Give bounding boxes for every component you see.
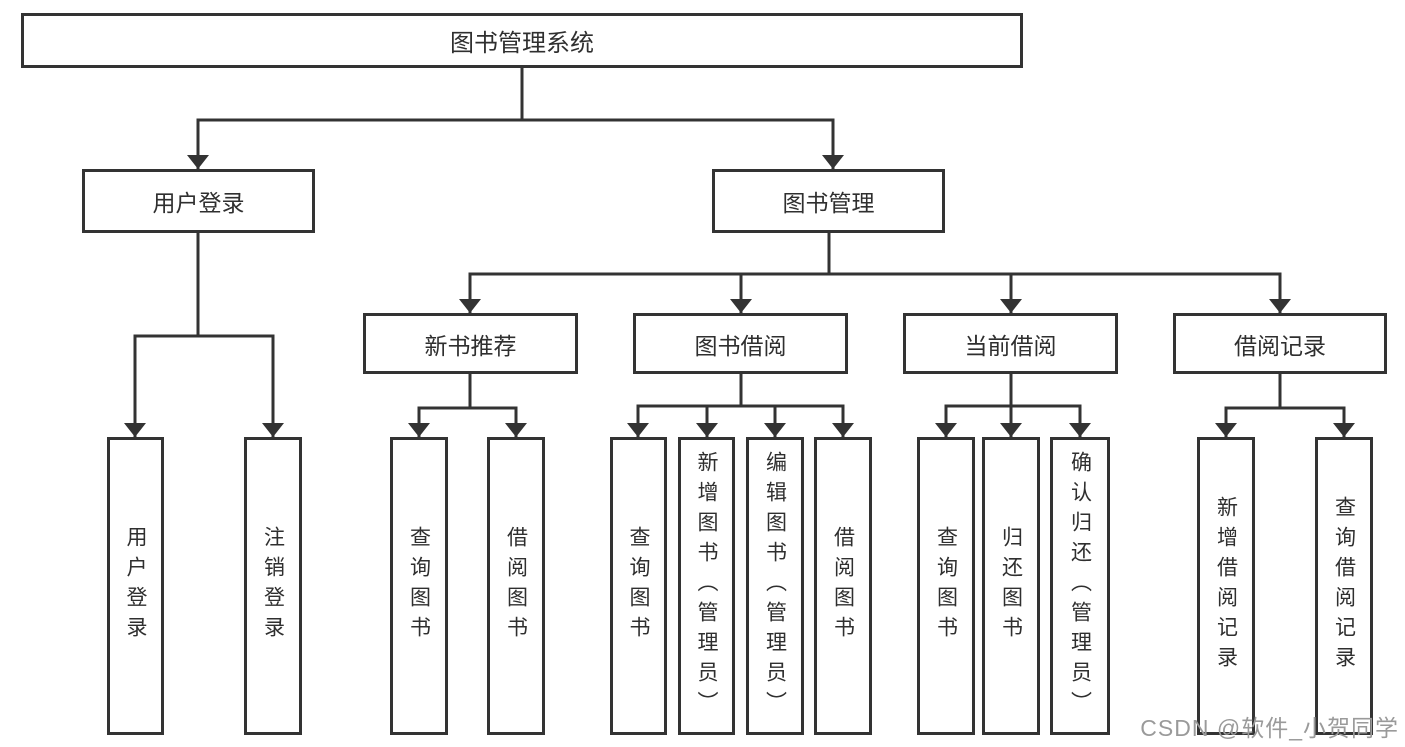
node-user-login: 用户登录	[82, 169, 315, 233]
leaf-return-books-label: 归还图书	[999, 526, 1023, 646]
leaf-query-books-current-label: 查询图书	[934, 526, 958, 646]
leaf-confirm-return-admin-label: 确认归还（管理员）	[1068, 451, 1092, 721]
leaf-user-login: 用户登录	[107, 437, 164, 735]
node-new-book-recommendation: 新书推荐	[363, 313, 578, 374]
csdn-watermark: CSDN @软件_小贺同学	[1140, 715, 1399, 741]
node-borrowing-records: 借阅记录	[1173, 313, 1387, 374]
leaf-query-books-recommend-label: 查询图书	[407, 526, 431, 646]
leaf-borrow-books-recommend: 借阅图书	[487, 437, 545, 735]
leaf-query-borrow-record: 查询借阅记录	[1315, 437, 1373, 735]
leaf-logout-label: 注销登录	[261, 526, 285, 646]
leaf-add-borrow-record: 新增借阅记录	[1197, 437, 1255, 735]
leaf-query-books-borrowing-label: 查询图书	[627, 526, 650, 646]
leaf-user-login-label: 用户登录	[124, 526, 147, 646]
leaf-query-borrow-record-label: 查询借阅记录	[1332, 496, 1356, 676]
leaf-borrow-books-label: 借阅图书	[831, 526, 855, 646]
leaf-query-books-recommend: 查询图书	[390, 437, 448, 735]
node-current-borrowing: 当前借阅	[903, 313, 1118, 374]
leaf-add-books-admin-label: 新增图书（管理员）	[695, 451, 718, 721]
leaf-add-books-admin: 新增图书（管理员）	[678, 437, 735, 735]
leaf-query-books-current: 查询图书	[917, 437, 975, 735]
leaf-borrow-books: 借阅图书	[814, 437, 872, 735]
leaf-edit-books-admin-label: 编辑图书（管理员）	[763, 451, 787, 721]
leaf-return-books: 归还图书	[982, 437, 1040, 735]
leaf-edit-books-admin: 编辑图书（管理员）	[746, 437, 804, 735]
leaf-logout: 注销登录	[244, 437, 302, 735]
node-library-management-system: 图书管理系统	[21, 13, 1023, 68]
node-book-borrowing: 图书借阅	[633, 313, 848, 374]
leaf-borrow-books-recommend-label: 借阅图书	[504, 526, 528, 646]
leaf-confirm-return-admin: 确认归还（管理员）	[1050, 437, 1110, 735]
leaf-query-books-borrowing: 查询图书	[610, 437, 667, 735]
leaf-add-borrow-record-label: 新增借阅记录	[1214, 496, 1238, 676]
node-book-management: 图书管理	[712, 169, 945, 233]
